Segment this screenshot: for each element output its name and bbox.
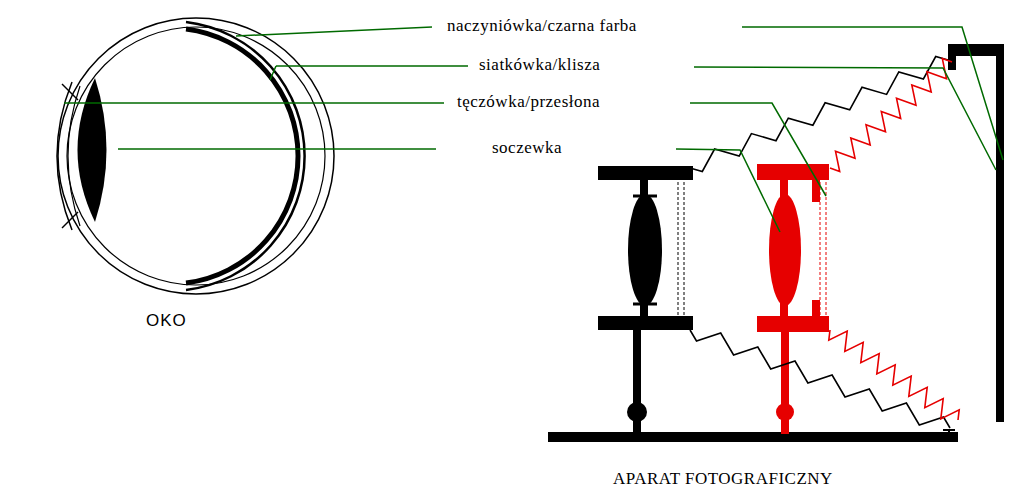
part-label: siatkówka/klisza — [476, 56, 603, 75]
bellows-fold — [830, 59, 952, 172]
leader-lines — [64, 27, 1003, 232]
part-label: naczyniówka/czarna farba — [444, 17, 640, 36]
part-label: soczewka — [489, 139, 565, 158]
part-label: tęczówka/przesłona — [454, 93, 603, 112]
figure-caption: OKO — [143, 312, 190, 331]
figure-caption: APARAT FOTOGRAFICZNY — [610, 470, 836, 489]
bellows-fold — [690, 57, 948, 172]
eye-lens — [78, 78, 107, 222]
camera-drawing — [548, 44, 1004, 442]
bellows-fold — [829, 330, 959, 420]
eye-drawing — [57, 18, 334, 294]
